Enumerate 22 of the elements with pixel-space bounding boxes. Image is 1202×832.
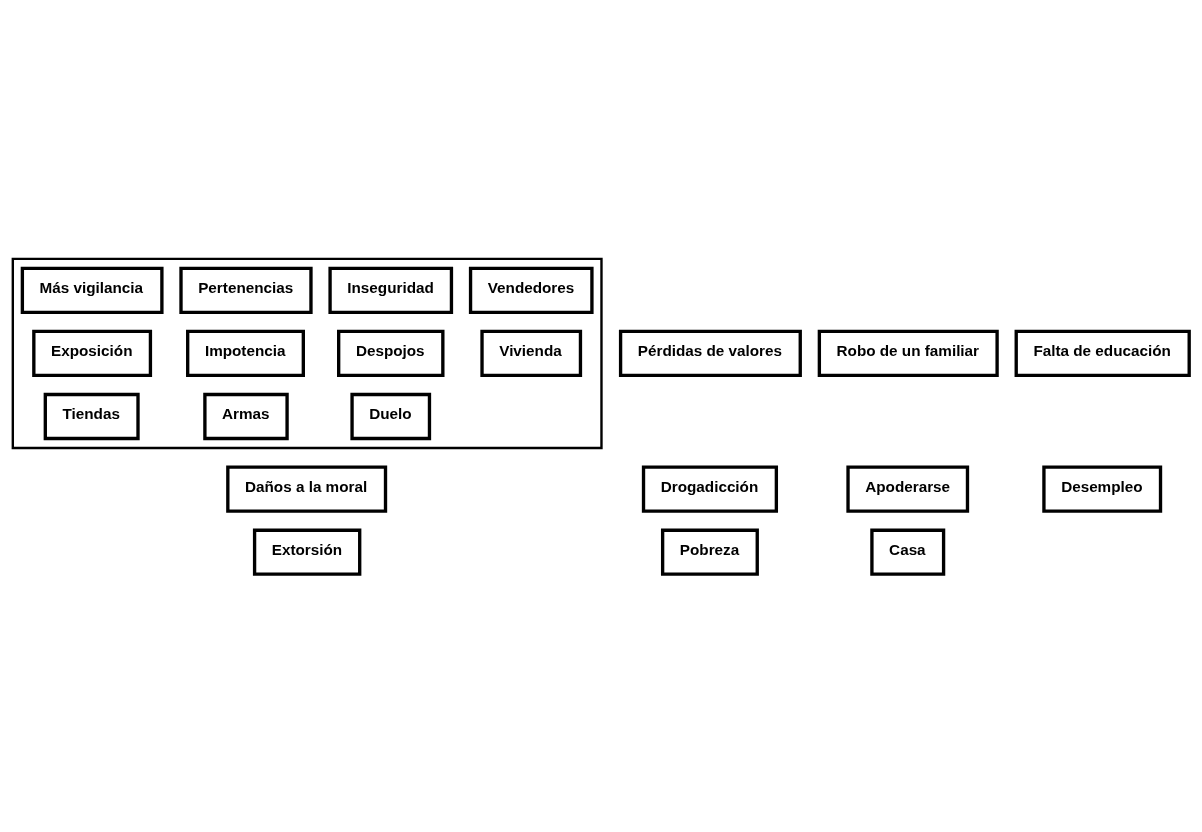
node-box: Tiendas (43, 392, 140, 440)
node-box: Falta de educación (1014, 329, 1191, 377)
node-box: Extorsión (252, 528, 362, 576)
node-box: Daños a la moral (226, 464, 388, 513)
node-box: Casa (870, 528, 946, 576)
node-box: Robo de un familiar (817, 329, 999, 377)
node-box: Despojos (337, 329, 445, 377)
node-box: Drogadicción (641, 464, 779, 513)
node-box: Desempleo (1042, 464, 1163, 513)
node-box: Armas (203, 392, 289, 440)
node-box: Inseguridad (328, 266, 454, 314)
node-box: Exposición (32, 329, 153, 377)
cluster (11, 257, 603, 449)
node-box: Más vigilancia (20, 266, 164, 314)
node-box: Pobreza (660, 528, 759, 576)
node-box: Apoderarse (846, 464, 970, 513)
node-box: Pertenencias (179, 266, 313, 314)
node-box: Vivienda (480, 329, 583, 377)
node-box: Vendedores (468, 266, 594, 314)
node-box: Pérdidas de valores (618, 329, 802, 377)
node-box: Duelo (350, 392, 432, 440)
node-box: Impotencia (186, 329, 305, 377)
